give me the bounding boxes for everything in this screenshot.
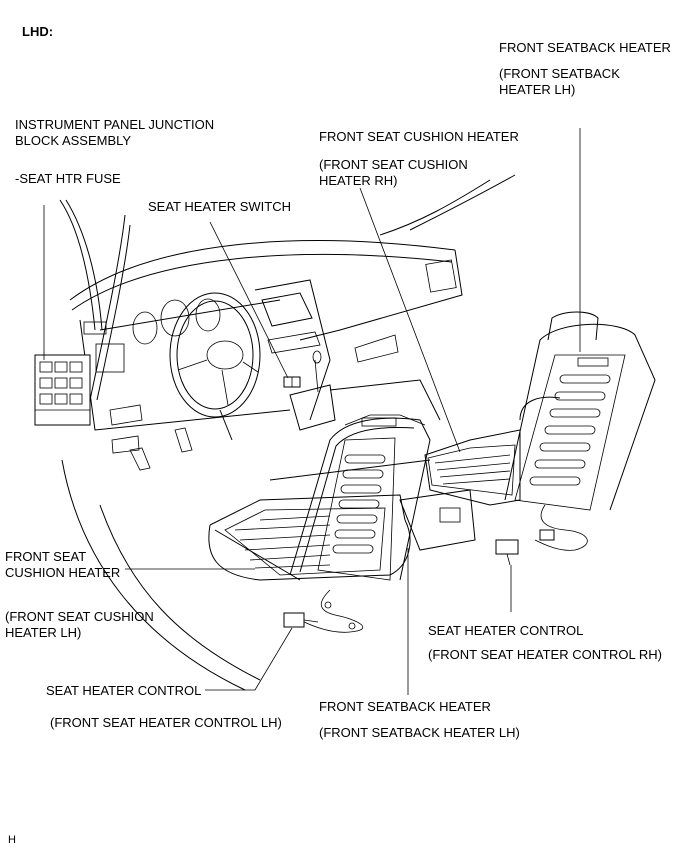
label-front-seat-cushion-heater-lh-sub-2: HEATER LH): [5, 625, 82, 640]
right-seat: [424, 311, 656, 551]
label-seat-heater-control-lh: SEAT HEATER CONTROL: [46, 683, 202, 698]
dashboard: [69, 240, 463, 471]
label-front-seat-cushion-heater-lh-1: FRONT SEAT: [5, 549, 87, 564]
label-front-seat-cushion-heater-rh: FRONT SEAT CUSHION HEATER: [319, 129, 519, 144]
label-front-seat-cushion-heater-lh-2: CUSHION HEATER: [5, 565, 121, 580]
steering-wheel: [132, 292, 261, 441]
junction-block: [34, 354, 91, 426]
label-seat-heater-control-lh-sub: (FRONT SEAT HEATER CONTROL LH): [50, 715, 282, 730]
label-front-seat-cushion-heater-lh-sub-1: (FRONT SEAT CUSHION: [5, 609, 154, 624]
label-junction-block-1: INSTRUMENT PANEL JUNCTION: [15, 117, 215, 132]
label-seat-heater-switch: SEAT HEATER SWITCH: [148, 199, 292, 214]
label-front-seat-cushion-heater-rh-sub-2: HEATER RH): [319, 173, 398, 188]
center-stack: [254, 279, 336, 431]
label-seat-heater-control-rh-sub: (FRONT SEAT HEATER CONTROL RH): [428, 647, 663, 662]
label-front-seat-cushion-heater-rh-sub-1: (FRONT SEAT CUSHION: [319, 157, 468, 172]
seat-heater-control-rh-unit: [495, 539, 519, 566]
label-seat-htr-fuse: -SEAT HTR FUSE: [15, 171, 121, 186]
label-seat-heater-control-rh: SEAT HEATER CONTROL: [428, 623, 584, 638]
left-seat: [208, 414, 431, 633]
label-front-seatback-heater-rh: FRONT SEATBACK HEATER: [499, 40, 671, 55]
figure-code: H: [8, 834, 16, 846]
label-front-seatback-heater-rh-sub-1: (FRONT SEATBACK: [499, 66, 620, 81]
label-front-seatback-heater-rh-sub-2: HEATER LH): [499, 82, 576, 97]
leader-lines: [43, 128, 581, 695]
floor-console: [269, 379, 476, 551]
label-front-seatback-heater-lh: FRONT SEATBACK HEATER: [319, 699, 491, 714]
page-title: LHD:: [22, 24, 54, 39]
label-junction-block-2: BLOCK ASSEMBLY: [15, 133, 132, 148]
label-front-seatback-heater-lh-sub: (FRONT SEATBACK HEATER LH): [319, 725, 520, 740]
body-outline: [59, 174, 516, 691]
seat-heater-control-lh-unit: [283, 612, 319, 628]
